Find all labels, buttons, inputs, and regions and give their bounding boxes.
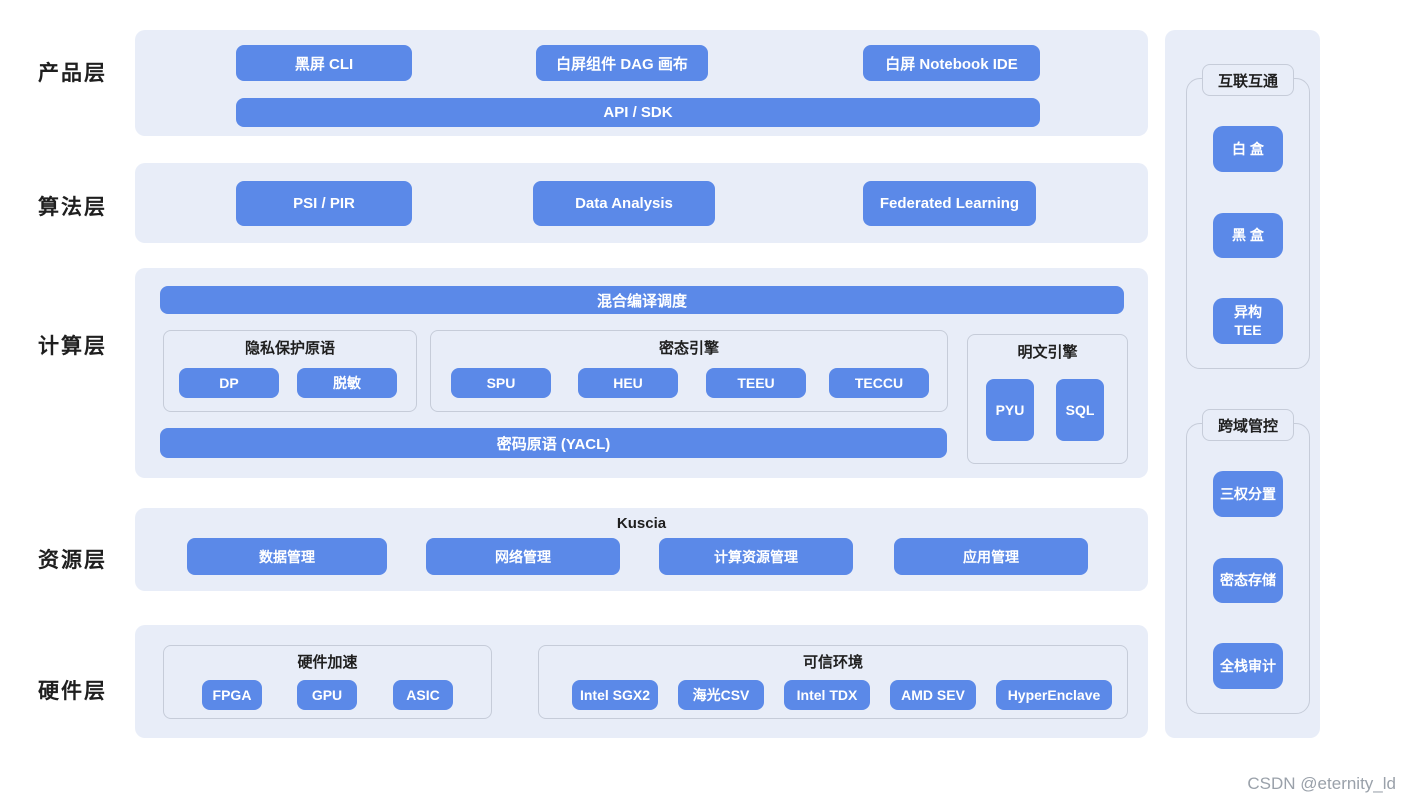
block-three-power: 三权分置 [1213,471,1283,517]
trusted-env-group: 可信环境 Intel SGX2 海光CSV Intel TDX AMD SEV … [538,645,1128,719]
block-hyperenclave: HyperEnclave [996,680,1112,710]
privacy-primitive-group: 隐私保护原语 DP 脱敏 [163,330,417,412]
cipher-engine-group: 密态引擎 SPU HEU TEEU TECCU [430,330,948,412]
layer-label-hardware: 硬件层 [38,680,107,703]
block-heu: HEU [578,368,678,398]
block-dp: DP [179,368,279,398]
hw-accel-title: 硬件加速 [297,654,358,671]
hw-accel-group: 硬件加速 FPGA GPU ASIC [163,645,492,719]
block-amd-sev: AMD SEV [890,680,976,710]
block-tuomin: 脱敏 [297,368,397,398]
trusted-env-title: 可信环境 [802,654,863,671]
block-intel-tdx: Intel TDX [784,680,870,710]
block-fullstack-audit: 全栈审计 [1213,643,1283,689]
compute-layer-panel: 混合编译调度 隐私保护原语 DP 脱敏 密态引擎 SPU HEU TEEU TE… [135,268,1148,478]
block-data-analysis: Data Analysis [533,181,715,226]
block-intel-sgx2: Intel SGX2 [572,680,658,710]
kuscia-title: Kuscia [616,515,667,532]
block-fpga: FPGA [202,680,262,710]
block-black-box: 黑 盒 [1213,213,1283,258]
block-teccu: TECCU [829,368,929,398]
governance-title: 跨域管控 [1202,409,1294,441]
privacy-primitive-title: 隐私保护原语 [244,340,335,357]
plaintext-engine-group: 明文引擎 PYU SQL [967,334,1128,464]
block-notebook-ide: 白屏 Notebook IDE [863,45,1040,81]
block-hygon-csv: 海光CSV [678,680,764,710]
csdn-watermark: CSDN @eternity_ld [1247,774,1396,793]
block-asic: ASIC [393,680,453,710]
block-spu: SPU [451,368,551,398]
cipher-engine-title: 密态引擎 [658,340,719,357]
algorithm-layer-panel: PSI / PIR Data Analysis Federated Learni… [135,163,1148,243]
block-cli: 黑屏 CLI [236,45,412,81]
block-compute-mgmt: 计算资源管理 [659,538,853,575]
block-cipher-storage: 密态存储 [1213,558,1283,603]
block-api-sdk: API / SDK [236,98,1040,127]
sidebar-panel: 互联互通 白 盒 黑 盒 异构 TEE 跨域管控 三权分置 密态存储 全栈审计 [1165,30,1320,738]
block-pyu: PYU [986,379,1034,441]
plaintext-engine-title: 明文引擎 [1017,344,1078,361]
interconnect-group: 互联互通 白 盒 黑 盒 异构 TEE [1186,64,1310,369]
block-psi-pir: PSI / PIR [236,181,412,226]
block-gpu: GPU [297,680,357,710]
block-crypto-yacl: 密码原语 (YACL) [160,428,947,458]
block-network-mgmt: 网络管理 [426,538,620,575]
layer-label-compute: 计算层 [38,335,107,358]
block-dag-canvas: 白屏组件 DAG 画布 [536,45,708,81]
product-layer-panel: 黑屏 CLI 白屏组件 DAG 画布 白屏 Notebook IDE API /… [135,30,1148,136]
block-hetero-tee: 异构 TEE [1213,298,1283,344]
layer-label-algorithm: 算法层 [38,196,107,219]
block-white-box: 白 盒 [1213,126,1283,172]
block-teeu: TEEU [706,368,806,398]
block-sql: SQL [1056,379,1104,441]
governance-group: 跨域管控 三权分置 密态存储 全栈审计 [1186,409,1310,714]
layer-label-resource: 资源层 [38,549,107,572]
resource-layer-panel: Kuscia 数据管理 网络管理 计算资源管理 应用管理 [135,508,1148,591]
interconnect-title: 互联互通 [1202,64,1294,96]
block-hybrid-scheduler: 混合编译调度 [160,286,1124,314]
block-app-mgmt: 应用管理 [894,538,1088,575]
block-data-mgmt: 数据管理 [187,538,387,575]
hardware-layer-panel: 硬件加速 FPGA GPU ASIC 可信环境 Intel SGX2 海光CSV… [135,625,1148,738]
layer-label-product: 产品层 [38,62,107,85]
block-federated-learning: Federated Learning [863,181,1036,226]
